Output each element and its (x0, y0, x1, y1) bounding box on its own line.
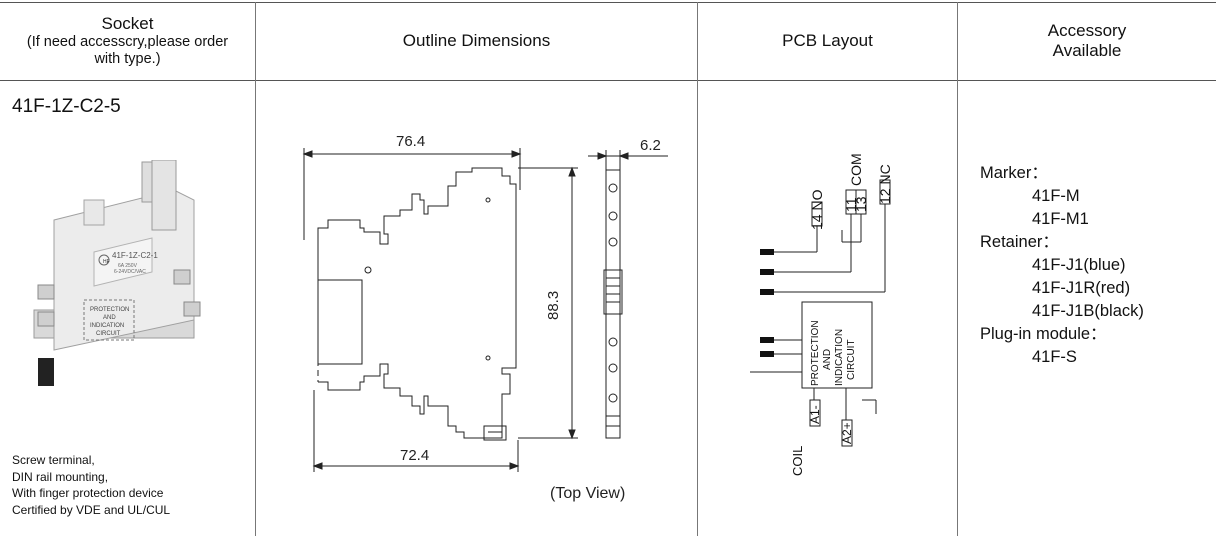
column-divider-3 (957, 2, 958, 536)
dim-width-label: 76.4 (396, 133, 425, 150)
socket-notes: Screw terminal, DIN rail mounting, With … (12, 452, 170, 518)
pcb-circuit4: CIRCUIT (846, 339, 857, 380)
photo-rating1: 6A 250V (118, 263, 138, 269)
header-outline: Outline Dimensions (256, 2, 697, 80)
socket-model: 41F-1Z-C2-5 (12, 96, 121, 117)
retainer-label: Retainer： (980, 233, 1059, 251)
photo-circuit1: PROTECTION (90, 307, 129, 313)
header-socket-subtitle: (If need accesscry,please order with typ… (26, 34, 229, 67)
plugin-label: Plug-in module： (980, 325, 1107, 343)
column-divider-1 (255, 2, 256, 536)
pcb-a1-label: A1- (808, 405, 822, 424)
pcb-circuit2: AND (822, 349, 833, 370)
header-accessory-title: Accessory Available (1047, 21, 1127, 60)
marker-item: 41F-M (1032, 187, 1080, 205)
retainer-item: 41F-J1B(black) (1032, 302, 1144, 320)
pcb-circuit3: INDICATION (834, 329, 845, 386)
pcb-coil-label: COIL (790, 446, 805, 476)
photo-circuit2: AND (103, 315, 116, 321)
plugin-item: 41F-S (1032, 348, 1077, 366)
note-line: With finger protection device (12, 486, 164, 500)
retainer-item: 41F-J1(blue) (1032, 256, 1126, 274)
outline-drawing: 76.4 6.2 72.4 88.3 (Top View) (302, 133, 668, 502)
header-accessory: Accessory Available (958, 2, 1216, 80)
marker-label: Marker： (980, 164, 1048, 182)
socket-photo: HF 41F-1Z-C2-1 6A 250V 6-24VDC/VAC PROTE… (33, 160, 201, 386)
pcb-nc-label: 12 NC (877, 164, 893, 204)
accessory-list: Marker： 41F-M 41F-M1 Retainer： 41F-J1(bl… (980, 162, 1144, 369)
note-line: Certified by VDE and UL/CUL (12, 502, 171, 517)
marker-item: 41F-M1 (1032, 210, 1089, 228)
pcb-layout-drawing: 14 NO 11 13 COM 12 NC PROTECTION AND IND… (750, 153, 893, 476)
header-pcb-title: PCB Layout (782, 31, 873, 50)
header-socket-title: Socket (101, 14, 154, 33)
photo-brand: HF (103, 259, 110, 265)
photo-circuit4: CIRCUIT (96, 331, 121, 337)
column-divider-2 (697, 2, 698, 536)
view-label: (Top View) (550, 485, 625, 502)
photo-model-text: 41F-1Z-C2-1 (112, 251, 158, 260)
note-line: DIN rail mounting, (12, 469, 109, 484)
pcb-no-label: 14 NO (809, 189, 825, 230)
photo-circuit3: INDICATION (90, 323, 124, 329)
header-pcb: PCB Layout (698, 2, 957, 80)
pcb-com-b: 13 (853, 196, 869, 212)
pcb-com-a: 11 (843, 197, 859, 212)
dim-depth-label: 6.2 (640, 137, 661, 154)
photo-rating2: 6-24VDC/VAC (114, 269, 146, 275)
pcb-circuit1: PROTECTION (810, 320, 821, 386)
pcb-com-label: COM (848, 153, 864, 186)
dim-base-label: 72.4 (400, 447, 429, 464)
dim-height-label: 88.3 (545, 291, 562, 320)
header-socket: Socket (If need accesscry,please order w… (0, 2, 255, 80)
header-outline-title: Outline Dimensions (402, 31, 551, 50)
retainer-item: 41F-J1R(red) (1032, 279, 1131, 297)
table-top-border (0, 2, 1216, 3)
note-line: Screw terminal, (12, 453, 95, 467)
pcb-a2-label: A2+ (840, 422, 854, 444)
header-divider (0, 80, 1216, 81)
